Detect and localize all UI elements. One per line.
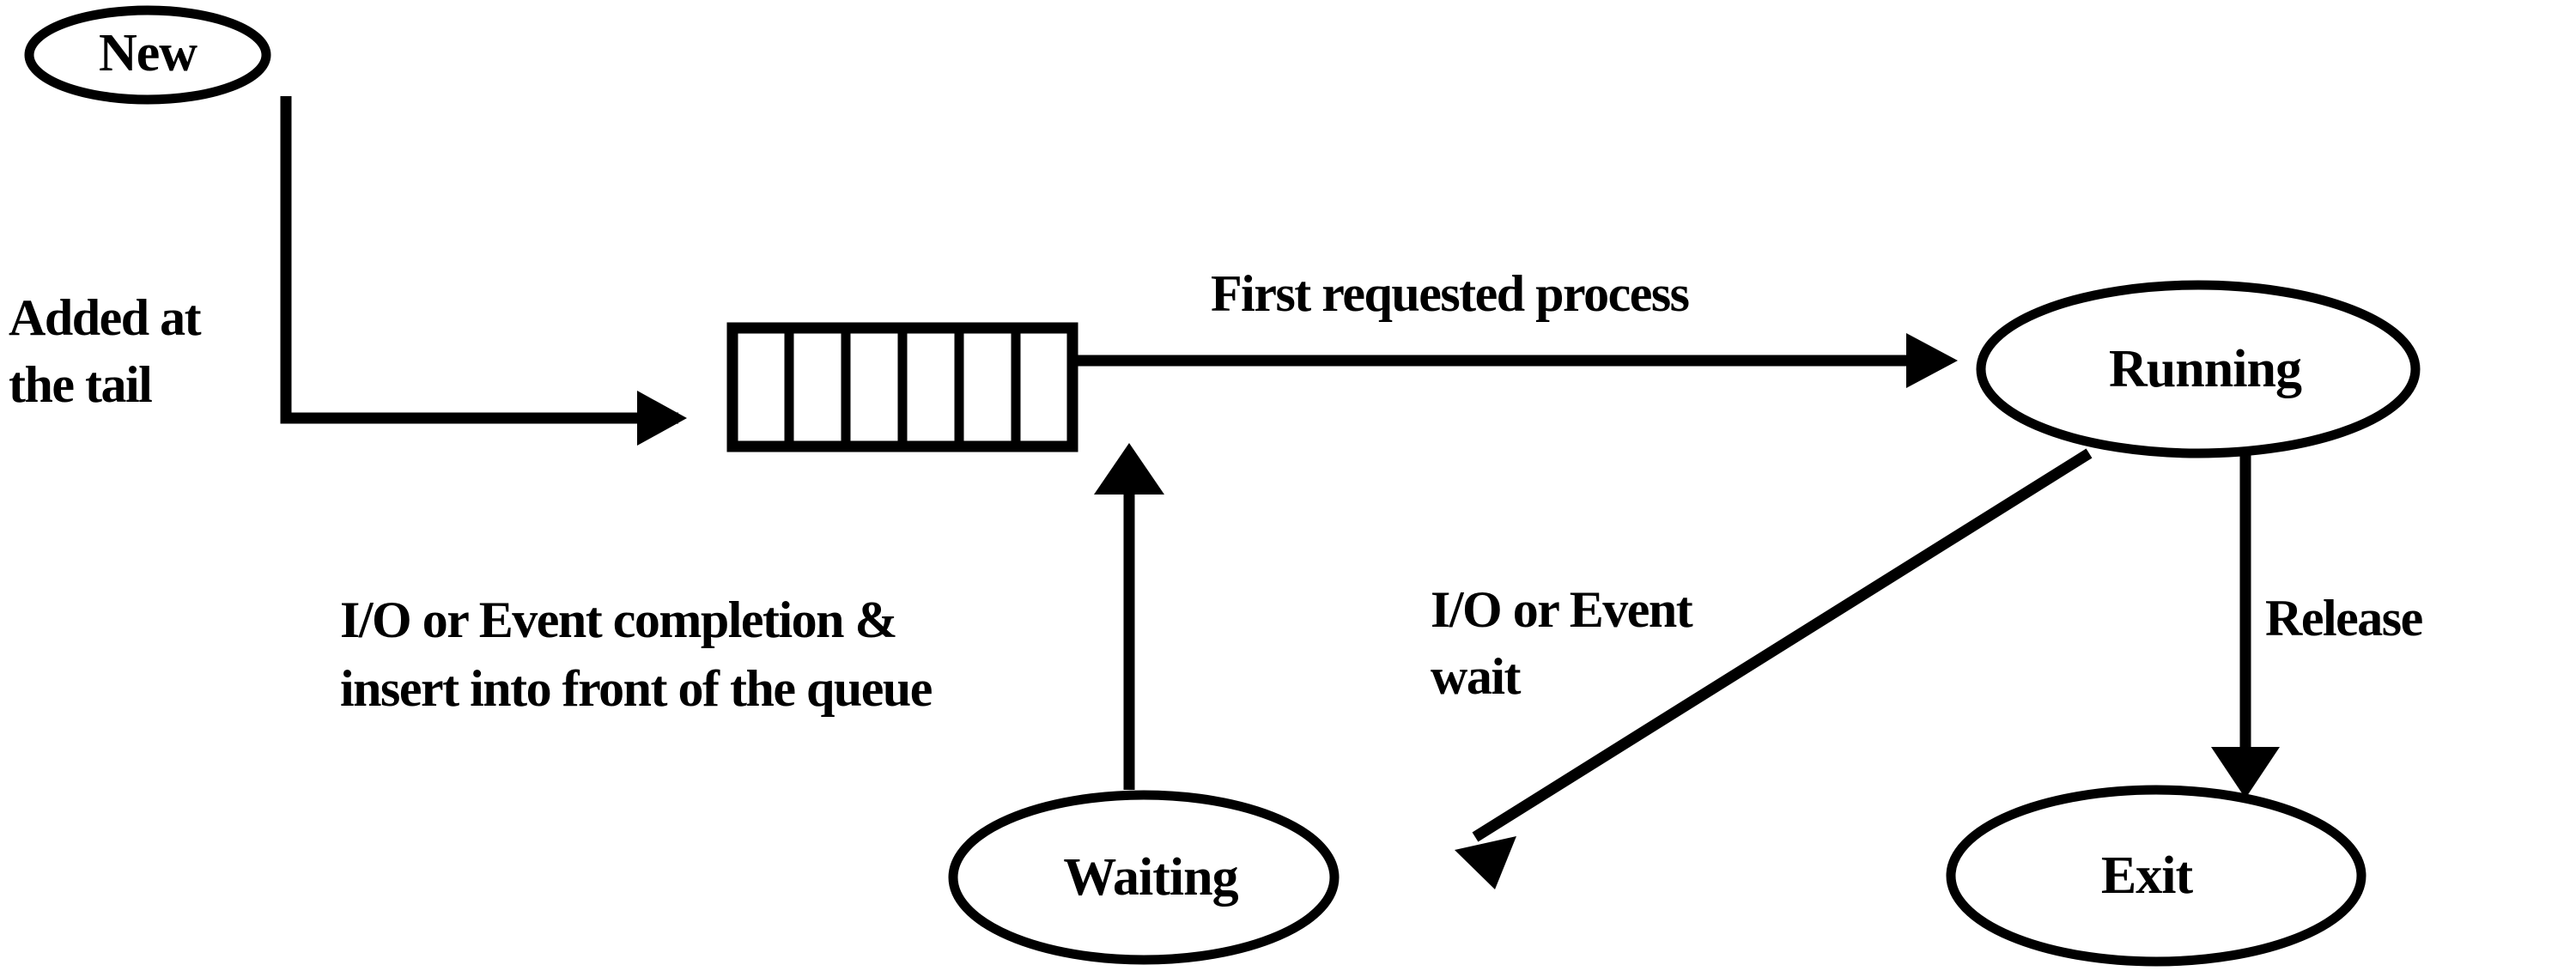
edge-label-release: Release	[2265, 590, 2423, 646]
node-running[interactable]: Running	[1976, 280, 2421, 458]
running-to-waiting-line	[1472, 448, 2093, 842]
ready-queue[interactable]	[726, 322, 1078, 452]
queue-cell-6	[1011, 323, 1078, 452]
running-to-exit-arrowhead	[2211, 747, 2280, 798]
edge-label-io-completion-line2: insert into front of the queue	[340, 660, 933, 717]
queue-cell-3	[841, 323, 908, 452]
edge-label-added-at-tail-line1: Added at	[9, 289, 202, 346]
node-running-label: Running	[2109, 340, 2302, 398]
queue-cell-4	[897, 323, 964, 452]
queue-to-running-arrowhead	[1906, 333, 1958, 388]
node-waiting[interactable]: Waiting	[948, 790, 1340, 965]
queue-cell-1	[727, 323, 794, 452]
edge-label-io-event-wait-line1: I/O or Event	[1431, 581, 1693, 638]
edge-label-io-completion-line1: I/O or Event completion &	[340, 592, 896, 648]
edge-label-added-at-tail-line2: the tail	[9, 356, 152, 413]
exit-ellipse-shape	[1946, 785, 2366, 967]
queue-cell-2	[784, 323, 851, 452]
waiting-to-queue-arrowhead	[1094, 443, 1164, 495]
queue-outline	[726, 322, 1078, 452]
edge-label-first-requested-process: First requested process	[1211, 265, 1689, 322]
queue-cell-5	[954, 323, 1021, 452]
edge-running-to-exit[interactable]	[2211, 453, 2280, 798]
edge-label-io-event-wait-line2: wait	[1431, 648, 1522, 705]
edge-waiting-to-queue[interactable]	[1094, 443, 1164, 790]
new-to-queue-arrowhead	[637, 391, 687, 446]
node-waiting-label: Waiting	[1063, 848, 1238, 907]
node-new[interactable]: New	[24, 5, 271, 105]
running-to-waiting-arrowhead	[1455, 836, 1516, 889]
edge-new-to-queue[interactable]	[280, 96, 687, 446]
edge-queue-to-running[interactable]	[1072, 333, 1958, 388]
edge-running-to-waiting[interactable]	[1455, 448, 2093, 889]
new-ellipse-shape	[24, 5, 271, 105]
node-exit[interactable]: Exit	[1946, 785, 2366, 967]
new-to-queue-line	[280, 96, 678, 424]
node-new-label: New	[99, 24, 197, 82]
node-exit-label: Exit	[2101, 847, 2194, 905]
waiting-ellipse-shape	[948, 790, 1340, 965]
running-ellipse-shape	[1976, 280, 2421, 458]
